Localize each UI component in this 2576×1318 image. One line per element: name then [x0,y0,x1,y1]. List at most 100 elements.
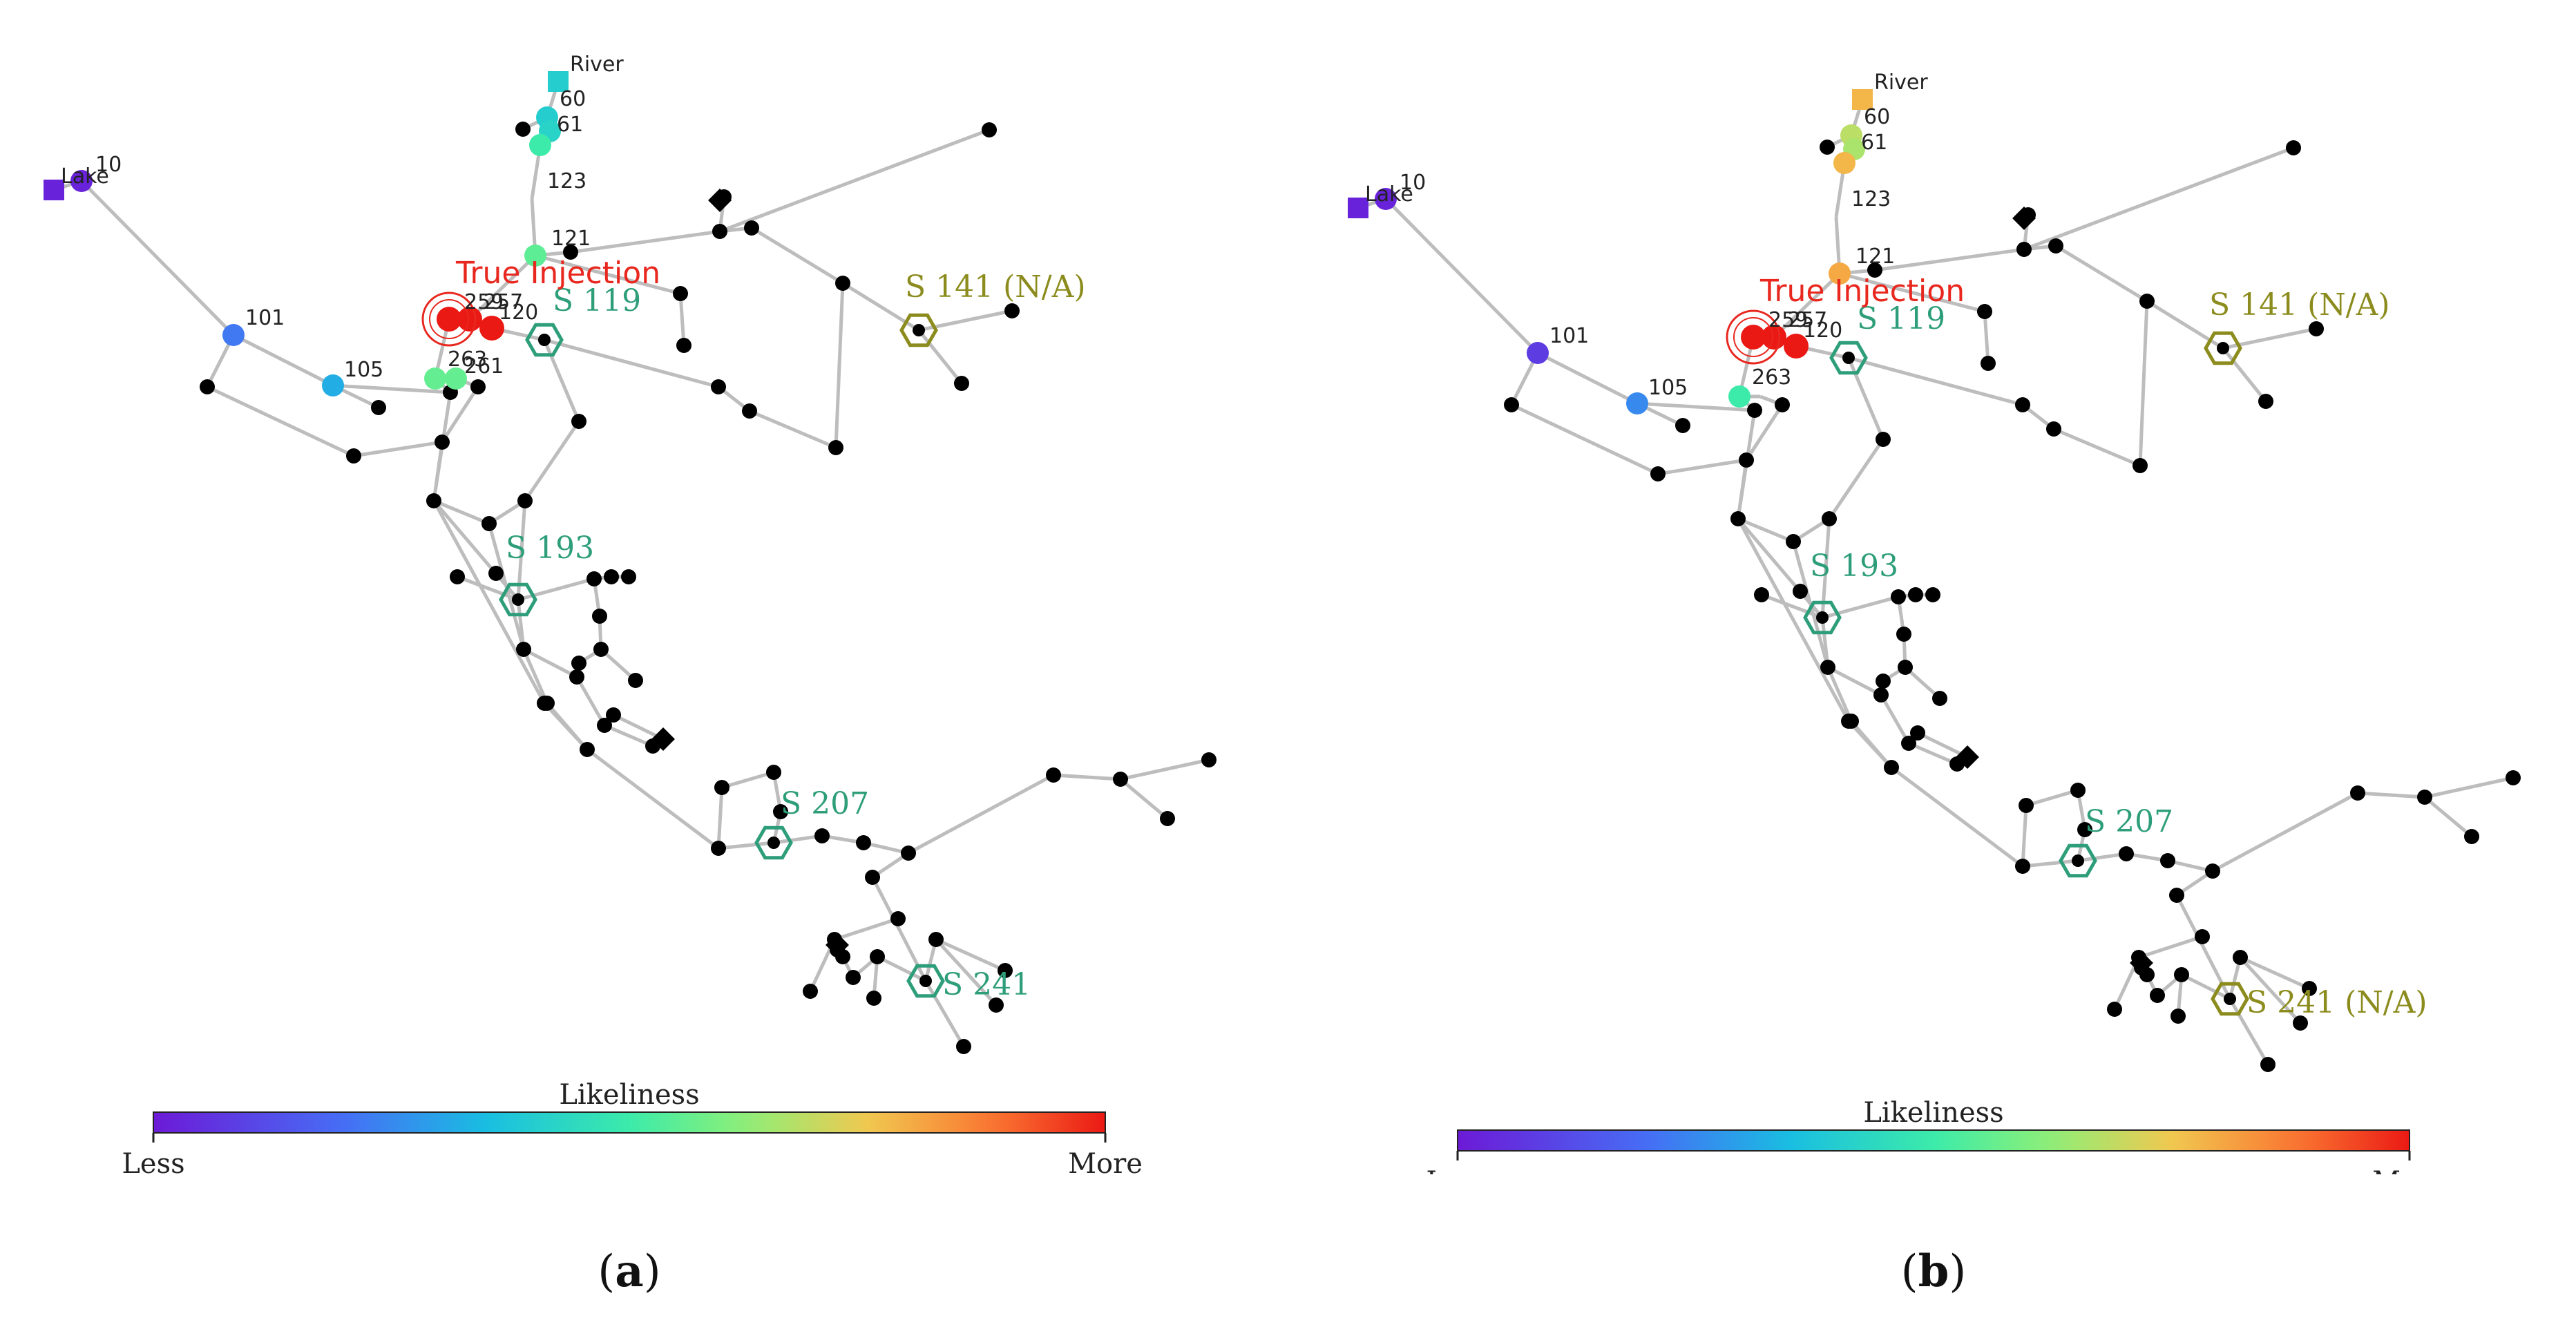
pipe-edge [935,938,998,1006]
pipe-edge [2175,894,2232,1000]
pipe-edge [206,385,355,458]
pipe-edge [1510,403,1659,476]
pipe-edge [1848,356,2023,407]
pipe-edge [522,647,578,679]
sensor-marker [1803,600,1842,635]
sensor-marker [2204,331,2242,365]
junction-node [711,841,726,856]
junction-node [2174,967,2189,982]
junction-node [1876,674,1891,689]
pipe-edge [1737,517,1794,544]
pipe-edge [2180,973,2231,1001]
junction-node [1793,584,1808,599]
junction-node [956,1039,971,1054]
junction-node [890,911,906,926]
node-label-n10: 10 [95,153,122,177]
pipe-edge [1826,665,1882,697]
injection-ring [1733,317,1773,357]
node-label-n259: 259 [1768,308,1808,332]
sensor-label: S 141 (N/A) [2209,287,2390,323]
node-label-n263: 263 [1752,365,1791,390]
sensor-node [913,324,925,336]
sensor-node [2072,854,2084,867]
pipe-edge [432,499,546,705]
junction-node [2016,242,2032,257]
valve-node [2130,951,2153,975]
likeliness-node [1784,334,1809,359]
junction-node [982,122,997,137]
pipe-edge [468,254,537,321]
sensor-node [1816,611,1829,624]
pipe-edge [1119,778,1169,820]
pipe-edge [773,834,823,845]
junction-node [1675,418,1690,433]
junction-node [1786,534,1801,549]
valve-node [826,933,849,957]
pipe-edge [2167,859,2213,873]
junction-node [1739,452,1754,468]
valve-node [651,727,675,751]
pipe-edge [2211,791,2359,873]
pipe-edge [1773,272,1841,338]
junction-node [835,276,850,291]
pipe-edge [1536,351,1639,405]
junction-node [586,571,602,586]
sensor-marker [899,313,938,347]
likeliness-node [424,367,446,390]
pipe-edge [523,420,581,502]
junction-node [676,338,691,353]
likeliness-node [1829,262,1851,285]
junction-node [515,122,531,137]
pipe-edge [678,293,686,346]
junction-node [2293,1015,2308,1031]
junction-node [470,379,486,394]
pipe-edge [2424,776,2514,799]
junction-node [621,569,636,584]
pipe-edge [750,226,844,285]
pipe-edge [1791,541,1830,668]
node-label-n120: 120 [499,300,538,325]
sensor-marker [754,825,793,860]
junction-node [2258,394,2273,409]
junction-node [592,609,607,624]
colorbar-max-label: More [1068,1148,1143,1174]
node-label-n105: 105 [1648,376,1688,400]
junction-node [2070,783,2086,798]
junction-node [1504,397,1519,412]
junction-node [1925,587,1940,602]
node-label-n10: 10 [1400,171,1426,195]
junction-node [2119,846,2134,861]
pipe-edge [1983,311,1990,364]
junction-node [870,949,885,964]
likeliness-node [1833,152,1855,174]
pipe-edge [1839,271,1985,314]
pipe-edge [2023,146,2294,251]
likeliness-node [222,324,245,346]
junction-node [604,569,619,584]
river-source-node [548,71,569,92]
node-label-n105: 105 [344,358,383,382]
junction-node [773,804,788,819]
junction-node [1822,511,1837,526]
junction-node [2205,863,2220,879]
likeliness-node [445,367,467,390]
colorbar-max-label: More [2372,1166,2447,1174]
junction-node [580,742,595,757]
junction-node [346,448,361,464]
pipe-edge [2025,788,2079,808]
sensor-label: S 119 [1857,301,1945,336]
junction-node [1873,687,1889,703]
node-label-n60: 60 [560,87,586,111]
colorbar-min-label: Less [122,1148,184,1174]
pipe-edge [935,937,1006,973]
pipe-edge [612,713,665,741]
node-label-n257: 257 [484,290,523,314]
junction-node [2195,929,2210,944]
pipe-edge [1890,766,2024,868]
river-label: River [1874,70,1928,95]
pipe-edge [1384,198,1539,354]
junction-node [2506,770,2521,785]
pipe-edge [353,440,443,458]
